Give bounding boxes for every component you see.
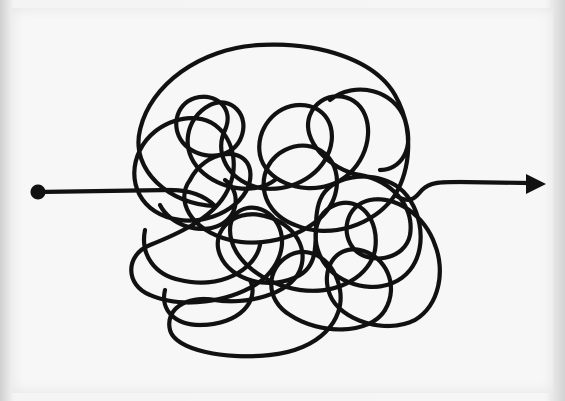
arrowhead-icon (526, 174, 546, 194)
start-dot (31, 185, 46, 200)
exit-line (395, 182, 528, 200)
tangle-strand-a (144, 230, 260, 283)
